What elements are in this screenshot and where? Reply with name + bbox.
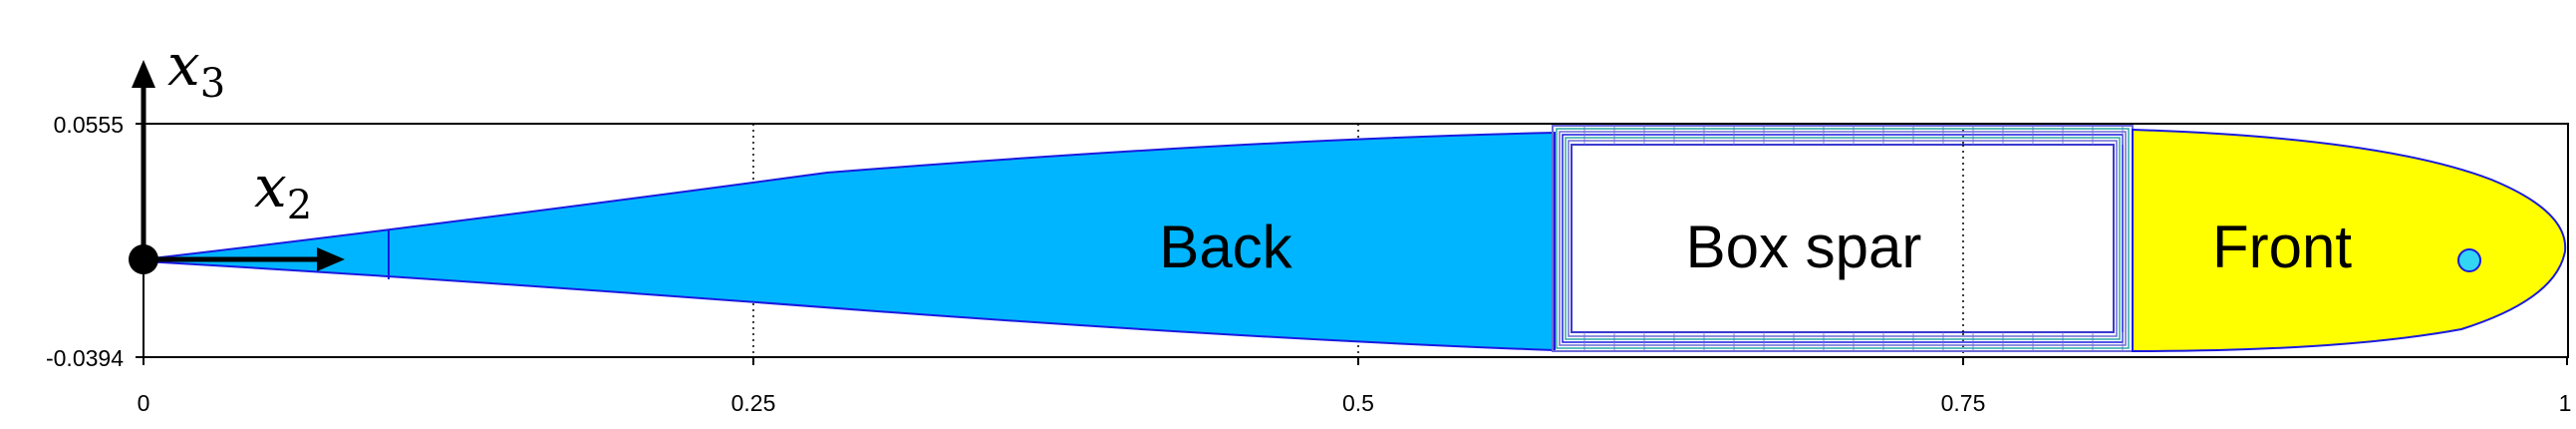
origin-dot [129, 244, 158, 274]
y-tick-label-bottom: -0.0394 [46, 345, 124, 371]
x-tick-label-1: 1 [2559, 390, 2572, 416]
x-tick-label-0: 0 [138, 390, 150, 416]
leading-edge-node-marker [2457, 248, 2481, 272]
front-label: Front [2212, 214, 2352, 280]
x2-axis-label: x2 [254, 153, 312, 228]
x2-arrowhead-icon [317, 247, 345, 271]
box-spar [1552, 125, 2134, 352]
x-tick-label-05: 0.5 [1342, 390, 1374, 416]
x-tick-label-075: 0.75 [1941, 390, 1986, 416]
back-label: Back [1159, 214, 1292, 280]
x3-arrowhead-icon [132, 60, 155, 88]
box-spar-label: Box spar [1686, 214, 1922, 280]
x3-axis-label: x3 [167, 31, 225, 107]
back-region [143, 131, 1556, 352]
x-tick-label-025: 0.25 [731, 390, 776, 416]
y-tick-label-top: 0.0555 [54, 112, 124, 138]
front-region [2132, 128, 2567, 353]
